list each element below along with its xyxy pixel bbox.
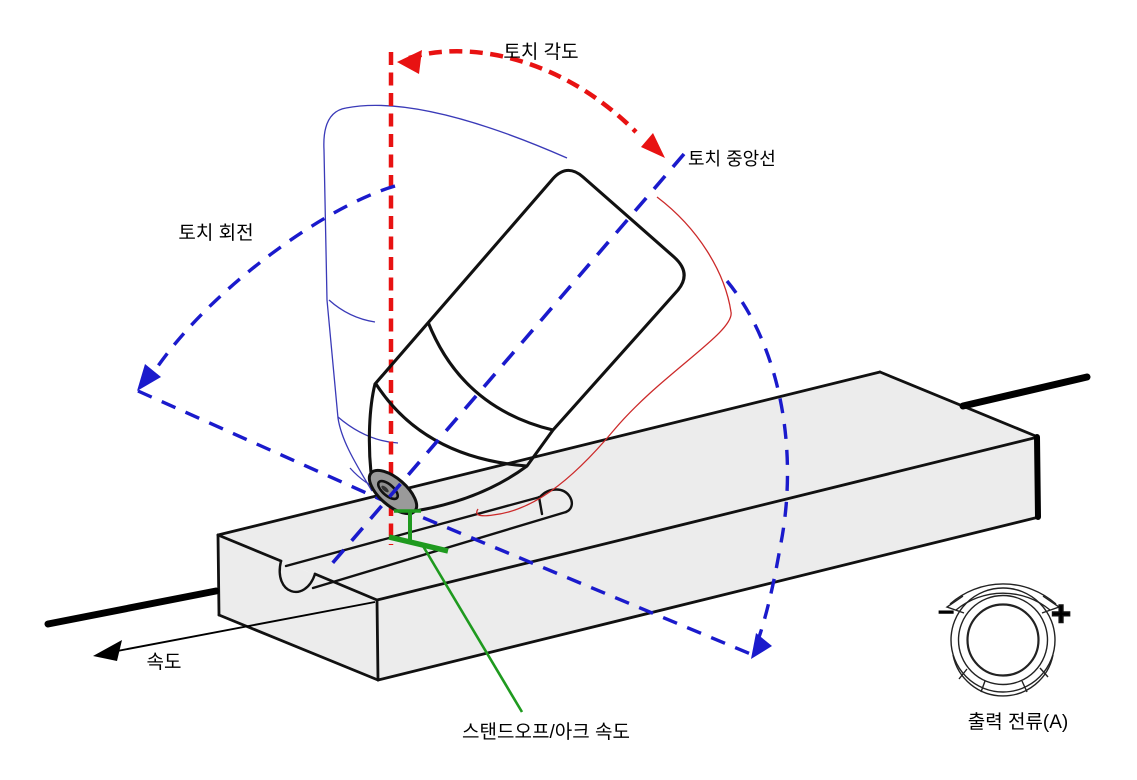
standoff-bottom-tick xyxy=(388,534,449,554)
rotation-arrow-right xyxy=(751,633,772,659)
torch-centerline-line xyxy=(328,152,686,568)
torch-ghost-rotated-right xyxy=(476,196,732,517)
wire-left xyxy=(44,587,220,628)
torch-body xyxy=(367,168,686,513)
channel-end-divider xyxy=(537,495,544,516)
knob-skirt xyxy=(952,654,1054,697)
knob-mid-ring xyxy=(957,594,1049,686)
workpiece-left-face xyxy=(218,535,378,680)
knob-cap xyxy=(966,603,1040,677)
plus-icon: + xyxy=(1051,595,1071,633)
speed-arrow xyxy=(93,601,376,661)
knob-arrow-head-left xyxy=(945,595,965,614)
workpiece-mid-vertical-edge xyxy=(375,598,380,682)
knob-outer-ring xyxy=(950,587,1056,693)
workpiece-front-top-edge xyxy=(375,435,1040,602)
wire-right xyxy=(959,373,1091,410)
workpiece-left-top-edge-b xyxy=(313,572,379,602)
workpiece-front-face xyxy=(377,437,1039,680)
label-standoff-arc-speed: 스탠드오프/아크 속도 xyxy=(462,721,630,743)
torch-ghost-rotated-left xyxy=(323,104,568,494)
rotation-arc-right xyxy=(725,279,790,644)
rotation-arrow-left xyxy=(137,364,161,391)
speed-arrow-head xyxy=(93,640,122,661)
torch-angle-arrow-right xyxy=(641,133,665,158)
workpiece-left-top-edge-a xyxy=(216,533,283,563)
knob-arrow-head-right xyxy=(1041,595,1061,614)
knob-rotation-arrow-inner xyxy=(955,592,1051,611)
workpiece-back-top-edge xyxy=(216,370,882,537)
torch-angle-arc xyxy=(397,49,665,158)
torch-angle-arc-line xyxy=(408,49,638,134)
minus-icon: − xyxy=(937,596,955,629)
knob-grip-notches xyxy=(958,667,1049,693)
label-speed: 속도 xyxy=(147,651,182,673)
label-torch-angle: 토치 각도 xyxy=(503,41,578,63)
workpiece-right-top-edge xyxy=(878,370,1040,439)
torch-collar-upper-seam xyxy=(426,321,554,432)
torch-rotation-arc xyxy=(137,184,790,659)
torch-angle-arrow-left xyxy=(397,50,422,74)
label-output-current: 출력 전류(A) xyxy=(968,711,1069,733)
standoff-leader-line xyxy=(421,545,524,713)
workpiece-right-end-edge xyxy=(1034,434,1041,520)
label-torch-centerline: 토치 중앙선 xyxy=(688,149,776,169)
speed-arrow-line xyxy=(111,601,376,653)
standoff-indicator xyxy=(388,509,524,713)
knob-rotation-arrow-outer xyxy=(949,583,1057,605)
torch xyxy=(367,168,686,516)
channel-upper-edge xyxy=(284,495,542,568)
rotation-arc-left xyxy=(148,184,396,379)
nozzle-orifice-center xyxy=(381,485,389,493)
label-torch-rotation: 토치 회전 xyxy=(178,222,253,244)
groove-entry-notch xyxy=(278,559,317,594)
channel-round-end xyxy=(538,488,574,514)
output-current-knob-icon: − + xyxy=(937,583,1072,697)
workpiece-left-vertical-edge xyxy=(216,533,221,617)
